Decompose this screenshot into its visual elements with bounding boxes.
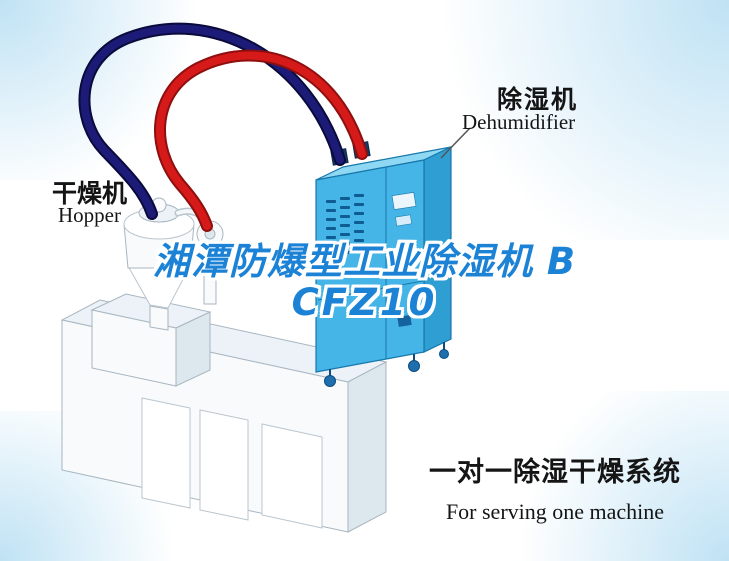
hopper-label-en: Hopper xyxy=(58,203,121,227)
vent-grille xyxy=(326,194,364,257)
page-title: 湘潭防爆型工业除湿机 B CFZ10 xyxy=(0,240,729,324)
caster-wheels xyxy=(324,342,449,387)
dehumidifier-label-en: Dehumidifier xyxy=(462,110,576,134)
hopper-dryer-unit xyxy=(123,197,224,331)
page-title-line2: CFZ10 xyxy=(291,280,438,324)
system-caption-cn: 一对一除湿干燥系统 xyxy=(429,457,681,488)
system-caption: 一对一除湿干燥系统 For serving one machine xyxy=(412,450,698,525)
system-caption-en: For serving one machine xyxy=(445,499,665,524)
page-title-line1: 湘潭防爆型工业除湿机 B xyxy=(152,240,577,283)
hopper-machine xyxy=(60,197,388,533)
hopper-label-cn: 干燥机 xyxy=(52,179,128,208)
